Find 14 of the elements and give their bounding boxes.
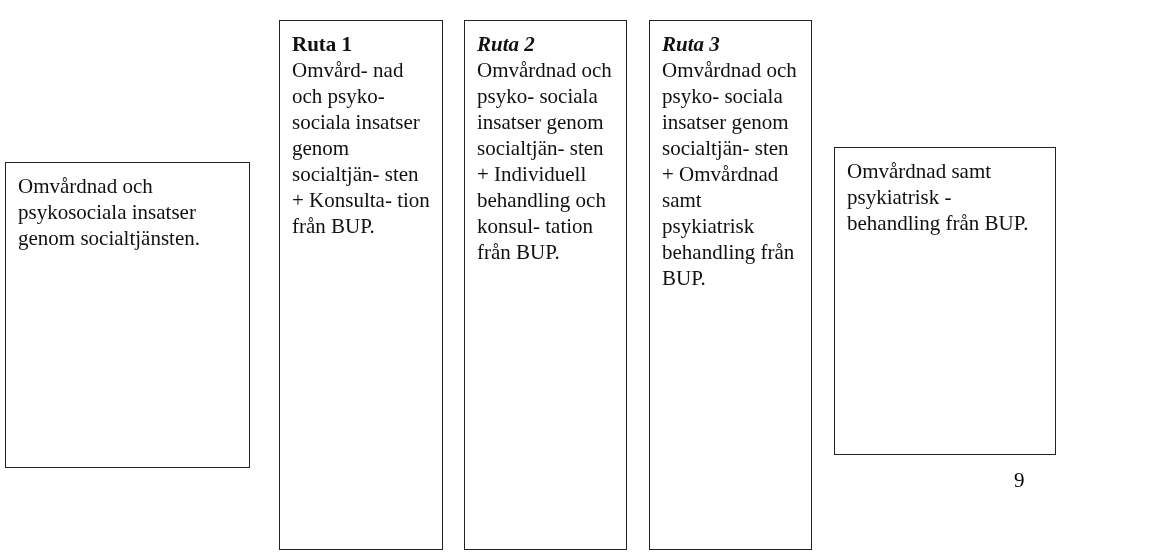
box-heading: Ruta 1 xyxy=(292,31,354,57)
box-text: Omvårdnad och psyko- sociala insatser genom socialtjän- sten + Omvårdnad samt psykiatrisk behandling från BUP. xyxy=(662,57,798,291)
text-box xyxy=(279,20,443,550)
text-box xyxy=(834,147,1056,455)
text-box xyxy=(464,20,627,550)
box-text: Omvårdnad och psykosociala insatser genom socialtjänsten. xyxy=(18,173,201,251)
text-box xyxy=(649,20,812,550)
box-text: Omvård- nad och psyko- sociala insatser genom socialtjän- sten + Konsulta- tion från BUP. xyxy=(292,57,430,239)
page-number: 9 xyxy=(1014,468,1025,493)
box-text: Omvårdnad och psyko- sociala insatser genom socialtjän- sten + Individuell behandling och konsul- tation från BUP. xyxy=(477,57,613,265)
text-box xyxy=(5,162,250,468)
box-heading: Ruta 3 xyxy=(662,31,721,57)
box-heading: Ruta 2 xyxy=(477,31,536,57)
box-text: Omvårdnad samt psykiatrisk - behandling från BUP. xyxy=(847,158,1030,236)
